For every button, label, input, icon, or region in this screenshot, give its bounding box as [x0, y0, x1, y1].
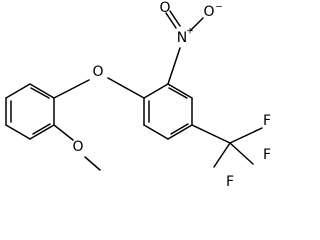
ether-oxygen: O — [92, 64, 103, 80]
fluorine-top: F — [263, 113, 271, 129]
bond — [191, 124, 231, 144]
cf-bond — [213, 142, 231, 168]
methoxyphenyl-ring — [5, 83, 55, 140]
nitro-oxygen-single: O — [203, 4, 214, 20]
nitro-nitrogen: N — [177, 30, 187, 46]
bond — [167, 47, 181, 85]
cf-bond — [229, 142, 254, 165]
bond — [107, 77, 145, 99]
chemical-structure-diagram: O O N + O O − F — [5, 0, 271, 190]
bond — [5, 124, 31, 140]
bond — [143, 83, 169, 99]
fluorine-bottom: F — [226, 174, 234, 190]
double-bond-inner — [32, 123, 51, 135]
methoxy-oxygen: O — [72, 139, 83, 155]
nitrophenyl-ring — [143, 83, 193, 140]
bond — [29, 124, 55, 140]
nitro-nitrogen-charge: + — [186, 27, 194, 37]
fluorine-right: F — [263, 147, 271, 163]
double-bond-inner — [30, 87, 50, 99]
bond — [167, 124, 193, 140]
bond — [53, 124, 74, 141]
methoxy-group: O — [53, 124, 101, 171]
trifluoromethyl-group: F F F — [191, 113, 271, 190]
double-bond — [165, 12, 177, 29]
double-bond-inner — [170, 123, 189, 135]
structure-canvas: O O N + O O − F — [5, 0, 271, 190]
nitro-oxygen-double: O — [159, 0, 170, 16]
double-bond-inner — [168, 87, 188, 99]
bond — [143, 124, 169, 140]
bond — [29, 83, 55, 99]
cf-bond — [229, 127, 263, 144]
bond — [190, 17, 204, 31]
methyl-bond — [84, 156, 101, 171]
ether-bridge: O — [53, 64, 145, 99]
nitro-group: N + O O − — [159, 0, 223, 85]
bond — [5, 83, 31, 99]
bond — [53, 79, 90, 99]
double-bond — [169, 10, 181, 27]
bond — [167, 83, 193, 99]
nitro-oxygen-charge: − — [215, 3, 223, 13]
